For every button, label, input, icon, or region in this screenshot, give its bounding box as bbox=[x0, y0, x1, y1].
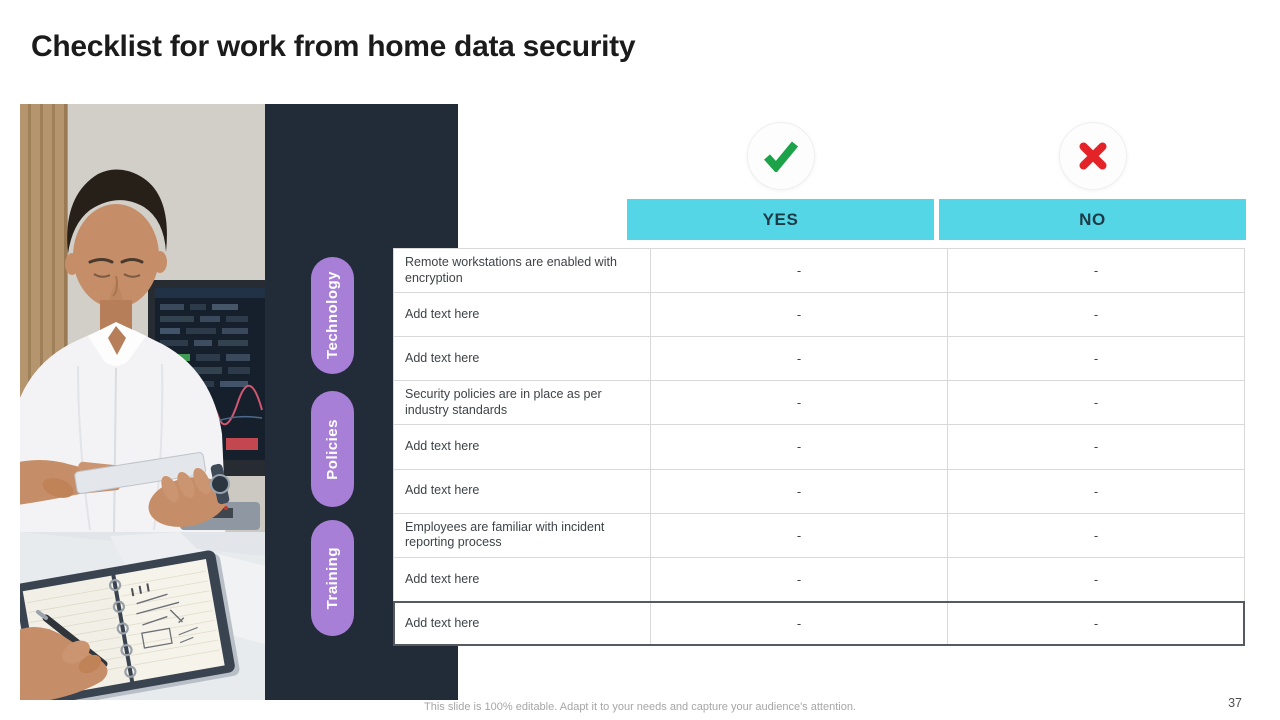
no-cross-icon bbox=[1059, 122, 1127, 190]
row-yes-value: - bbox=[650, 337, 947, 381]
workspace-photo bbox=[20, 104, 265, 700]
column-header-no: NO bbox=[939, 199, 1246, 240]
table-row: Security policies are in place as per in… bbox=[394, 381, 1244, 426]
writing-hand bbox=[20, 610, 108, 700]
category-label: Technology bbox=[324, 271, 341, 360]
wrist-watch bbox=[210, 463, 230, 505]
row-yes-value: - bbox=[650, 557, 947, 601]
row-label: Add text here bbox=[405, 439, 480, 454]
row-yes-value: - bbox=[650, 381, 947, 425]
table-row: Add text here - - bbox=[394, 293, 1244, 338]
row-yes-value: - bbox=[650, 425, 947, 469]
row-label: Employees are familiar with incident rep… bbox=[405, 519, 605, 550]
row-no-value: - bbox=[947, 293, 1244, 337]
row-yes-value: - bbox=[650, 469, 947, 513]
category-pill-technology: Technology bbox=[311, 257, 354, 374]
row-no-value: - bbox=[947, 513, 1244, 557]
yes-check-icon bbox=[747, 122, 815, 190]
row-yes-value: - bbox=[650, 249, 947, 293]
footer-note: This slide is 100% editable. Adapt it to… bbox=[424, 701, 856, 713]
row-no-value: - bbox=[947, 557, 1244, 601]
row-label: Add text here bbox=[405, 571, 480, 586]
table-row: Remote workstations are enabled with enc… bbox=[394, 249, 1244, 294]
hands-with-phone bbox=[20, 452, 230, 527]
category-pill-training: Training bbox=[311, 520, 354, 636]
column-header-yes: YES bbox=[627, 199, 934, 240]
row-label: Remote workstations are enabled with enc… bbox=[405, 254, 617, 285]
row-label: Security policies are in place as per in… bbox=[405, 387, 602, 417]
row-label: Add text here bbox=[405, 350, 480, 365]
row-yes-value: - bbox=[650, 293, 947, 337]
table-row: Employees are familiar with incident rep… bbox=[394, 513, 1244, 558]
category-pill-policies: Policies bbox=[311, 391, 354, 507]
table-row: Add text here - - bbox=[393, 600, 1245, 646]
workspace-photo-art bbox=[20, 104, 265, 700]
row-yes-value: - bbox=[650, 513, 947, 557]
row-no-value: - bbox=[947, 381, 1244, 425]
row-no-value: - bbox=[947, 601, 1244, 645]
row-label: Add text here bbox=[405, 483, 480, 498]
category-label: Training bbox=[324, 546, 341, 610]
row-no-value: - bbox=[947, 425, 1244, 469]
table-row: Add text here - - bbox=[394, 557, 1244, 602]
page-number: 37 bbox=[1228, 696, 1242, 710]
table-row: Add text here - - bbox=[394, 337, 1244, 382]
row-no-value: - bbox=[947, 249, 1244, 293]
row-no-value: - bbox=[947, 337, 1244, 381]
checklist-table: Remote workstations are enabled with enc… bbox=[393, 248, 1245, 646]
row-no-value: - bbox=[947, 469, 1244, 513]
table-row: Add text here - - bbox=[394, 425, 1244, 470]
page-title: Checklist for work from home data securi… bbox=[31, 30, 636, 63]
category-label: Policies bbox=[324, 418, 341, 480]
row-label: Add text here bbox=[405, 615, 480, 630]
row-label: Add text here bbox=[405, 306, 480, 321]
row-yes-value: - bbox=[650, 601, 947, 645]
table-row: Add text here - - bbox=[394, 469, 1244, 514]
